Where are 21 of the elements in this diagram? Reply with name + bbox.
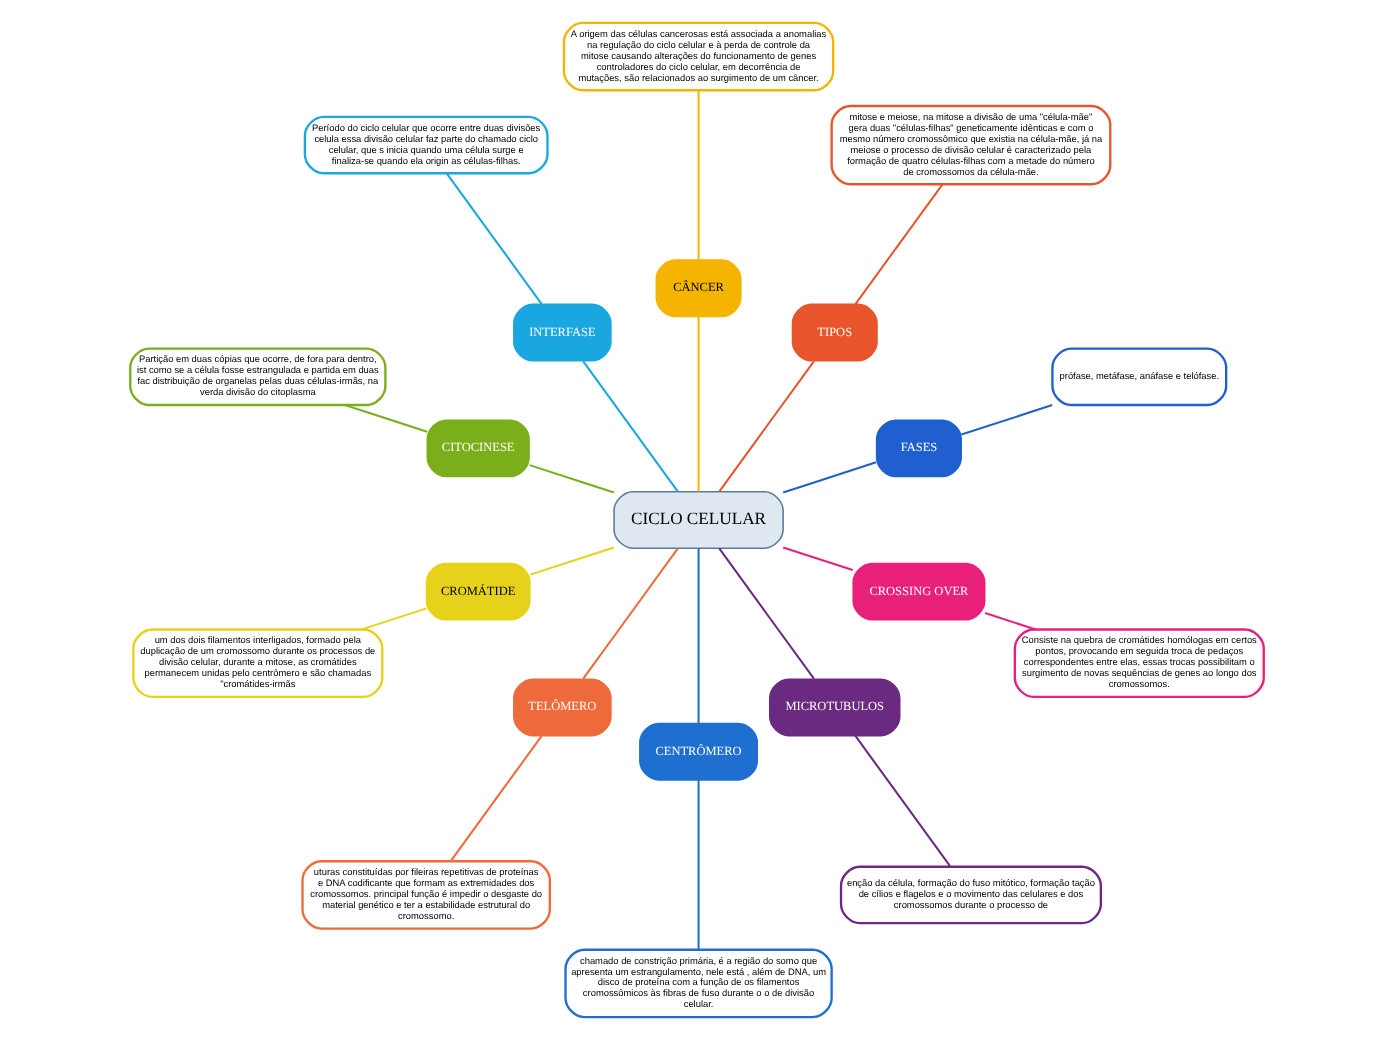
connector — [960, 404, 1052, 436]
connector — [581, 360, 678, 493]
connector — [360, 607, 426, 631]
connector — [445, 173, 542, 305]
connector — [853, 183, 943, 305]
node-box: CICLO CELULAR — [612, 491, 783, 549]
connector — [581, 547, 678, 680]
connector — [853, 735, 950, 867]
connector — [696, 548, 699, 724]
connector — [343, 404, 427, 433]
connector — [983, 612, 1036, 631]
connector — [448, 735, 542, 862]
connector — [696, 90, 699, 260]
connector — [781, 461, 876, 494]
connector — [529, 546, 614, 576]
connector — [781, 546, 853, 572]
connector — [696, 780, 699, 950]
connector — [717, 360, 814, 493]
connector — [528, 464, 614, 494]
connector — [717, 547, 814, 680]
connector — [696, 316, 699, 492]
